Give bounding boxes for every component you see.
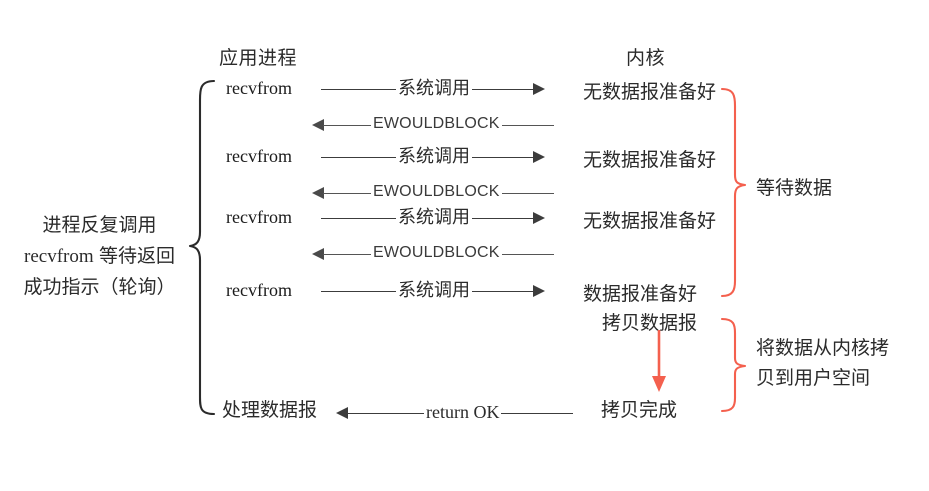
left-description-line-3: 成功指示（轮询） <box>23 277 176 298</box>
row-2-left-label: recvfrom <box>226 146 292 166</box>
row-6-line-left <box>321 290 396 292</box>
row-5-mid-label: EWOULDBLOCK <box>373 244 500 261</box>
row-3-arrowhead-left-icon <box>312 187 324 199</box>
row-1-line-left <box>323 124 371 126</box>
row-6-mid-label: 系统调用 <box>398 280 470 300</box>
row-0-line-left <box>321 88 396 90</box>
left-description-block: 进程反复调用 recvfrom 等待返回 成功指示（轮询） <box>12 210 187 303</box>
red-copy-arrow <box>652 330 666 392</box>
bracket-caption-copy-data-line-1: 将数据从内核拷 <box>756 338 890 359</box>
row-3-mid-label: EWOULDBLOCK <box>373 183 500 200</box>
row-2-line-left <box>321 156 396 158</box>
row-2-right-label: 无数据报准备好 <box>583 150 717 171</box>
row-0-right-label: 无数据报准备好 <box>583 82 717 103</box>
left-description-line-2: recvfrom 等待返回 <box>12 241 187 272</box>
row-4-right-label: 无数据报准备好 <box>583 211 717 232</box>
row-0-arrowhead-right-icon <box>533 83 545 95</box>
row-6-line-right <box>472 290 534 292</box>
row-4-line-right <box>472 217 534 219</box>
bracket-caption-copy-data-line-2: 贝到用户空间 <box>756 368 871 389</box>
row-2-mid-label: 系统调用 <box>398 146 470 166</box>
row-2-line-right <box>472 156 534 158</box>
final-row-line-left <box>347 412 424 414</box>
row-1-arrow: EWOULDBLOCK <box>312 115 554 135</box>
row-2-arrow: 系统调用 <box>321 147 545 167</box>
final-row-mid-label: return OK <box>426 402 500 422</box>
row-2-arrowhead-right-icon <box>533 151 545 163</box>
row-4-arrow: 系统调用 <box>321 208 545 228</box>
final-row-arrowhead-left-icon <box>336 407 348 419</box>
row-3-line-right <box>501 192 554 194</box>
column-header-app-process: 应用进程 <box>219 48 298 69</box>
row-1-line-right <box>501 124 554 126</box>
row-0-arrow: 系统调用 <box>321 79 545 99</box>
row-1-mid-label: EWOULDBLOCK <box>373 115 500 132</box>
red-brace-copy-data <box>720 317 747 413</box>
row-6-right-label: 数据报准备好 <box>583 284 698 305</box>
row-6-left-label: recvfrom <box>226 280 292 300</box>
row-1-arrowhead-left-icon <box>312 119 324 131</box>
final-row-arrow: return OK <box>336 402 574 423</box>
copy-datagram-label: 拷贝数据报 <box>602 313 698 334</box>
row-4-arrowhead-right-icon <box>533 212 545 224</box>
row-0-line-right <box>472 88 534 90</box>
row-6-arrowhead-right-icon <box>533 285 545 297</box>
row-4-line-left <box>321 217 396 219</box>
row-0-mid-label: 系统调用 <box>398 78 470 98</box>
left-description-line-1: 进程反复调用 <box>42 215 157 236</box>
row-3-arrow: EWOULDBLOCK <box>312 183 554 203</box>
row-5-line-left <box>323 253 371 255</box>
row-4-mid-label: 系统调用 <box>398 207 470 227</box>
left-description-recvfrom: recvfrom <box>24 246 94 267</box>
final-row-left-label: 处理数据报 <box>222 400 318 421</box>
column-header-kernel: 内核 <box>626 48 666 69</box>
row-3-line-left <box>323 192 371 194</box>
left-description-line-2-rest: 等待返回 <box>93 246 175 267</box>
final-row-line-right <box>501 412 574 414</box>
row-5-line-right <box>501 253 554 255</box>
bracket-caption-wait-data: 等待数据 <box>756 178 833 199</box>
row-0-left-label: recvfrom <box>226 78 292 98</box>
row-5-arrow: EWOULDBLOCK <box>312 244 554 264</box>
red-brace-wait-data <box>720 87 747 298</box>
left-curly-brace <box>188 79 216 416</box>
bracket-caption-copy-data: 将数据从内核拷 贝到用户空间 <box>756 334 889 394</box>
row-5-arrowhead-left-icon <box>312 248 324 260</box>
final-row-right-label: 拷贝完成 <box>601 400 678 421</box>
row-6-arrow: 系统调用 <box>321 281 545 301</box>
row-4-left-label: recvfrom <box>226 207 292 227</box>
